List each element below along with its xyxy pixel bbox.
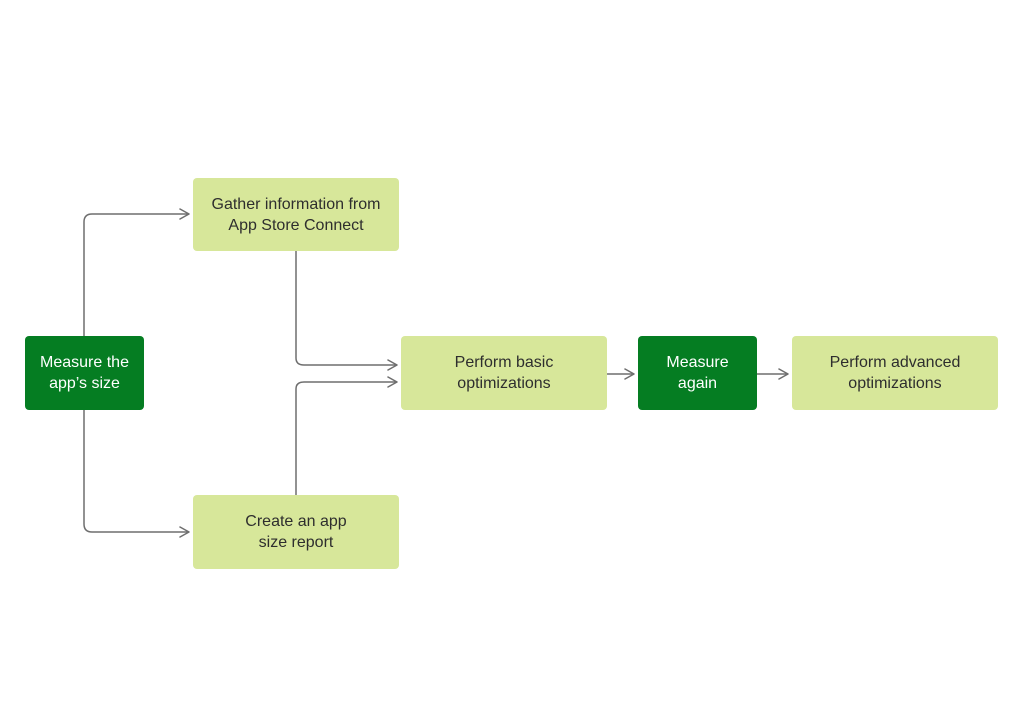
node-perform-basic-optimizations: Perform basic optimizations [401,336,607,410]
node-perform-advanced-optimizations: Perform advanced optimizations [792,336,998,410]
connector-gather-to-basic [295,251,398,371]
node-measure-app-size: Measure the app’s size [25,336,144,410]
node-measure-again: Measure again [638,336,757,410]
connector-report-to-basic [295,376,398,495]
node-create-size-report: Create an app size report [193,495,399,569]
node-gather-information: Gather information from App Store Connec… [193,178,399,251]
connector-measure-to-gather [83,208,190,336]
connector-measure-to-report [83,410,190,538]
